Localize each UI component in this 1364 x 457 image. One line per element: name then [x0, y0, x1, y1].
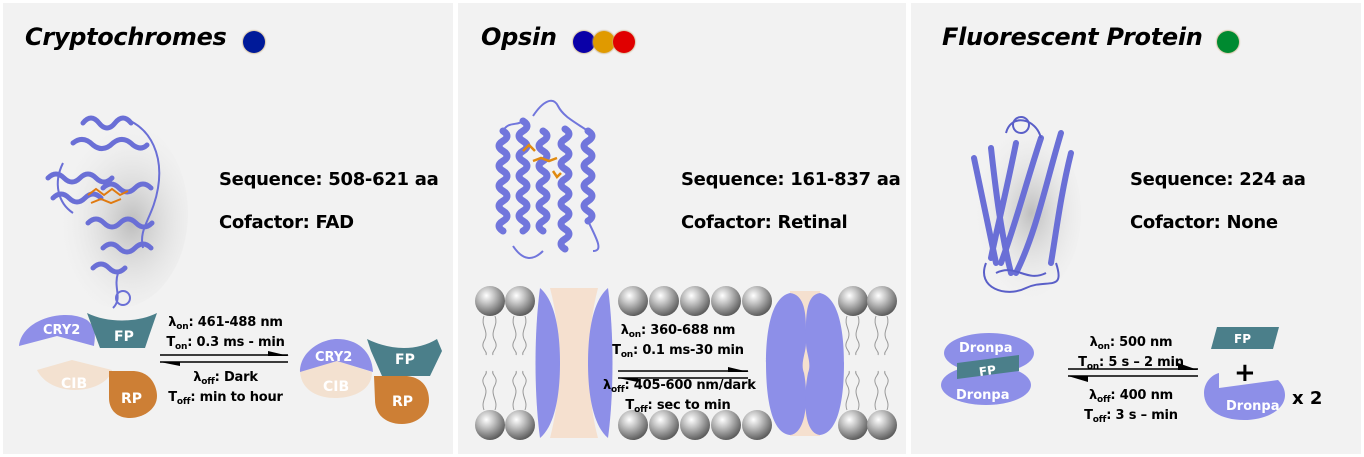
reaction-on-text: λon: 500 nm Ton: 5 s – 2 min [1061, 333, 1201, 373]
opsin-structure-icon [495, 99, 600, 259]
t-on: Ton: 0.3 ms - min [166, 335, 285, 352]
reaction-on-text: λon: 461-488 nm Ton: 0.3 ms - min [158, 313, 293, 353]
rp-shape [109, 371, 157, 418]
green-light-dot-icon [1217, 31, 1239, 53]
cofactor-info: Cofactor: FAD [219, 212, 354, 233]
reaction-off-text: λoff: Dark Toff: min to hour [158, 368, 293, 408]
fluorescent-protein-structure-icon [971, 116, 1081, 298]
t-on: Ton: 5 s – 2 min [1078, 355, 1184, 372]
cofactor-info: Cofactor: Retinal [681, 212, 848, 233]
lipid-bilayer-left [475, 286, 535, 440]
sequence-label: Sequence: [1130, 169, 1234, 190]
dronpa-label: Dronpa [1226, 399, 1279, 414]
dronpa-dimer-diagram: Dronpa FP Dronpa [941, 333, 1034, 405]
fp-label: FP [114, 329, 134, 345]
reaction-off-text: λoff: 400 nm Toff: 3 s – min [1061, 386, 1201, 426]
fp-shape [367, 339, 442, 376]
cofactor-info: Cofactor: None [1130, 212, 1278, 233]
cib-shape [300, 361, 372, 398]
cry2-cib-complex-diagram: CIB CRY2 FP RP [300, 339, 442, 424]
sequence-value: 224 aa [1239, 169, 1306, 190]
multiplier-label: x 2 [1292, 388, 1322, 409]
equilibrium-arrows-icon [1068, 363, 1198, 382]
sequence-value: 508-621 aa [328, 169, 439, 190]
sequence-value: 161-837 aa [790, 169, 901, 190]
lambda-off: λoff: 405-600 nm/dark [603, 378, 756, 395]
plus-sign: + [1234, 358, 1256, 388]
lambda-on: λon: 461-488 nm [168, 315, 283, 332]
cryptochromes-panel: Cryptochromes Sequence: 5 [3, 3, 453, 454]
yellow-light-dot-icon [593, 31, 615, 53]
panel-title: Cryptochromes [25, 23, 227, 51]
equilibrium-arrows-icon [618, 367, 749, 382]
lambda-off: λoff: Dark [193, 370, 258, 387]
cofactor-value: Retinal [777, 212, 848, 233]
sequence-info: Sequence: 508-621 aa [219, 169, 439, 190]
opsin-channel-open [766, 291, 844, 436]
dronpa-shape [1204, 373, 1285, 420]
fp-shape [87, 313, 157, 348]
cofactor-label: Cofactor: [219, 212, 310, 233]
cofactor-label: Cofactor: [1130, 212, 1221, 233]
t-off: Toff: 3 s – min [1084, 408, 1178, 425]
cib-label: CIB [323, 379, 349, 395]
cofactor-value: None [1226, 212, 1279, 233]
fp-shape [957, 355, 1019, 379]
blue-light-dot-icon [573, 31, 595, 53]
t-on: Ton: 0.1 ms-30 min [612, 343, 744, 360]
cry2-dark-state-diagram: CRY2 FP CIB RP [19, 313, 157, 418]
cry2-label: CRY2 [43, 323, 80, 338]
sequence-label: Sequence: [219, 169, 323, 190]
sequence-info: Sequence: 224 aa [1130, 169, 1306, 190]
sequence-info: Sequence: 161-837 aa [681, 169, 901, 190]
rp-shape [374, 376, 429, 424]
dronpa-top-label: Dronpa [959, 341, 1012, 356]
rp-label: RP [392, 394, 413, 410]
lipid-heads-middle [618, 286, 772, 440]
t-off: Toff: min to hour [168, 390, 283, 407]
t-off: Toff: sec to min [625, 398, 731, 415]
reaction-off-text: λoff: 405-600 nm/dark Toff: sec to min [603, 376, 756, 416]
dronpa-bottom-label: Dronpa [956, 388, 1009, 403]
cry2-shape [19, 315, 95, 346]
cry2-shape [300, 339, 373, 372]
fluorescent-protein-panel: Fluorescent Protein Sequence: 224 aa Cof… [911, 3, 1361, 454]
dronpa-monomer-diagram: FP + Dronpa x 2 [1204, 327, 1322, 420]
reaction-on-text: λon: 360-688 nm Ton: 0.1 ms-30 min [603, 321, 753, 361]
red-light-dot-icon [613, 31, 635, 53]
fp-shape [1211, 327, 1279, 349]
blue-light-dot-icon [243, 31, 265, 53]
cofactor-value: FAD [315, 212, 355, 233]
sequence-label: Sequence: [681, 169, 785, 190]
cib-shape [37, 360, 112, 390]
rp-label: RP [121, 391, 142, 407]
cry2-label: CRY2 [315, 350, 352, 365]
cib-label: CIB [61, 376, 87, 392]
lambda-off: λoff: 400 nm [1088, 388, 1174, 405]
lipid-bilayer-right [838, 286, 897, 440]
opsin-channel-closed [535, 288, 613, 438]
fp-label: FP [395, 352, 415, 368]
equilibrium-arrows-icon [160, 351, 289, 366]
lambda-on: λon: 360-688 nm [620, 323, 736, 340]
cryptochrome-structure-icon [45, 115, 188, 309]
fp-label: FP [1234, 332, 1251, 346]
lambda-on: λon: 500 nm [1089, 335, 1173, 352]
panel-title: Opsin [481, 23, 557, 51]
panel-title: Fluorescent Protein [942, 23, 1203, 51]
cofactor-label: Cofactor: [681, 212, 772, 233]
fp-label: FP [978, 363, 997, 379]
opsin-panel: Opsin Sequence: 161-837 aa Cofactor: Ret… [458, 3, 906, 454]
membrane-diagram [475, 286, 897, 440]
